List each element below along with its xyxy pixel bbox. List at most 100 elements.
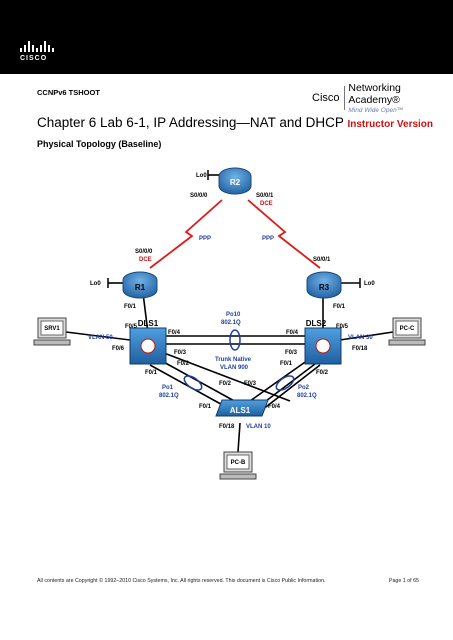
- instructor-version-tag: Instructor Version: [347, 119, 434, 130]
- academy-brand: Cisco: [312, 92, 340, 104]
- label-dls1-f06: F0/6: [112, 346, 125, 352]
- label-r1-f01: F0/1: [124, 304, 137, 310]
- label-r3-f01: F0/1: [333, 304, 346, 310]
- label-dls2-f05: F0/5: [336, 324, 349, 330]
- serial-link-r2-r3: [247, 199, 321, 269]
- server-srv1-label: SRV1: [44, 326, 60, 332]
- label-als1-f04: F0/4: [268, 404, 281, 410]
- label-vlan50: VLAN 50: [88, 335, 113, 341]
- switch-als1: ALS1: [215, 399, 269, 417]
- academy-divider: [343, 86, 345, 110]
- label-dls2-f04: F0/4: [286, 330, 299, 336]
- host-pcc-base-icon: [388, 339, 426, 346]
- server-srv1-screen-icon: [40, 320, 64, 336]
- label-po2-proto: 802.1Q: [297, 393, 317, 399]
- label-dls1-f03: F0/3: [174, 350, 187, 356]
- footer-copyright: All contents are Copyright © 1992–2010 C…: [37, 578, 326, 584]
- label-dls1-f02: F0/2: [177, 361, 190, 367]
- po1-bundle-icon: [183, 375, 203, 391]
- host-pcb-screen-icon: [226, 454, 250, 470]
- link-pcc-dls2: [339, 331, 394, 341]
- label-r2-dce: DCE: [260, 201, 273, 207]
- router-r2-label: R2: [230, 178, 241, 187]
- label-po1-proto: 802.1Q: [159, 393, 179, 399]
- label-lo0-r3: Lo0: [364, 281, 375, 287]
- label-ppp-left: PPP: [199, 236, 211, 242]
- label-ppp-right: PPP: [262, 236, 274, 242]
- label-dls1-f04: F0/4: [168, 330, 181, 336]
- router-r3-label: R3: [319, 283, 330, 292]
- switch-dls1-emblem-icon: [140, 338, 156, 354]
- switch-als1-body-icon: [215, 399, 269, 417]
- label-vlan900: VLAN 900: [220, 365, 249, 371]
- cisco-logo: CISCO: [20, 40, 64, 66]
- label-als1-f01: F0/1: [199, 404, 212, 410]
- label-trunk-native: Trunk Native: [215, 357, 252, 363]
- header-band: CISCO: [0, 0, 453, 74]
- academy-name: Networking Academy®: [348, 82, 401, 106]
- academy-tagline: Mind Wide Open™: [348, 107, 404, 114]
- switch-als1-label: ALS1: [230, 406, 251, 415]
- label-r1-s000: S0/0/0: [135, 249, 153, 255]
- server-srv1: SRV1: [33, 317, 71, 346]
- host-pcc-screen-icon: [395, 320, 419, 336]
- label-vlan10: VLAN 10: [246, 424, 271, 430]
- link-dls2-als1-c: [261, 364, 321, 411]
- link-als1-pcb: [237, 422, 241, 453]
- label-r3-s001: S0/0/1: [313, 257, 331, 263]
- link-dls1-als1-c: [163, 352, 291, 402]
- link-srv1-dls1: [65, 331, 131, 341]
- link-dls2-als1-a: [249, 359, 309, 402]
- label-dls2-f02: F0/2: [316, 370, 329, 376]
- host-pcc-label: PC-C: [400, 326, 415, 332]
- router-r1-body-icon: [122, 271, 158, 299]
- cisco-logo-bars-icon: [20, 40, 64, 52]
- label-dls2-f018: F0/18: [352, 346, 368, 352]
- label-dls2-f01: F0/1: [280, 361, 293, 367]
- serial-link-r2-r1: [149, 199, 223, 269]
- label-dls1-f01: F0/1: [145, 370, 158, 376]
- switch-dls1: DLS1: [129, 319, 167, 365]
- cisco-logo-text: CISCO: [20, 55, 48, 62]
- networking-academy-logo: Cisco Networking Academy® Mind Wide Open…: [312, 82, 438, 114]
- label-als1-f018: F0/18: [219, 424, 235, 430]
- host-pcc: PC-C: [388, 317, 426, 346]
- course-label: CCNPv6 TSHOOT: [37, 88, 100, 97]
- label-lo0-r1: Lo0: [90, 281, 101, 287]
- label-vlan30: VLAN 30: [348, 335, 373, 341]
- router-r3-body-icon: [306, 271, 342, 299]
- router-r2: R2: [218, 167, 252, 195]
- switch-dls2-emblem-icon: [315, 338, 331, 354]
- section-title: Physical Topology (Baseline): [37, 139, 162, 149]
- po2-bundle-icon: [275, 375, 295, 391]
- label-r2-s000: S0/0/0: [190, 193, 208, 199]
- footer-page-number: Page 1 of 65: [388, 578, 419, 584]
- label-po10-proto: 802.1Q: [221, 320, 241, 326]
- label-po10: Po10: [226, 312, 241, 318]
- router-r2-body-icon: [218, 167, 252, 195]
- label-dls2-f03: F0/3: [285, 350, 298, 356]
- link-r1-dls1: [142, 292, 149, 334]
- label-r1-dce: DCE: [139, 257, 152, 263]
- host-pcb: PC-B: [219, 451, 257, 480]
- label-lo0-r2: Lo0: [196, 173, 207, 179]
- page-title-text: Chapter 6 Lab 6-1, IP Addressing—NAT and…: [37, 115, 344, 130]
- label-r2-s001: S0/0/1: [256, 193, 274, 199]
- switch-dls2-body-icon: [304, 327, 342, 365]
- switch-dls2-label: DLS2: [306, 319, 327, 328]
- label-als1-f02: F0/2: [219, 381, 232, 387]
- router-r1-label: R1: [135, 283, 146, 292]
- switch-dls1-label: DLS1: [138, 319, 159, 328]
- switch-dls2: DLS2: [304, 319, 342, 365]
- server-srv1-base-icon: [33, 339, 71, 346]
- router-r1: R1: [122, 271, 158, 299]
- label-dls1-f05: F0/5: [125, 324, 138, 330]
- host-pcb-label: PC-B: [231, 460, 246, 466]
- label-po1: Po1: [162, 385, 174, 391]
- label-po2: Po2: [298, 385, 310, 391]
- router-r3: R3: [306, 271, 342, 299]
- page-title: Chapter 6 Lab 6-1, IP Addressing—NAT and…: [37, 115, 433, 130]
- label-als1-f03: F0/3: [244, 381, 257, 387]
- host-pcb-base-icon: [219, 473, 257, 480]
- po10-bundle-icon: [229, 329, 241, 351]
